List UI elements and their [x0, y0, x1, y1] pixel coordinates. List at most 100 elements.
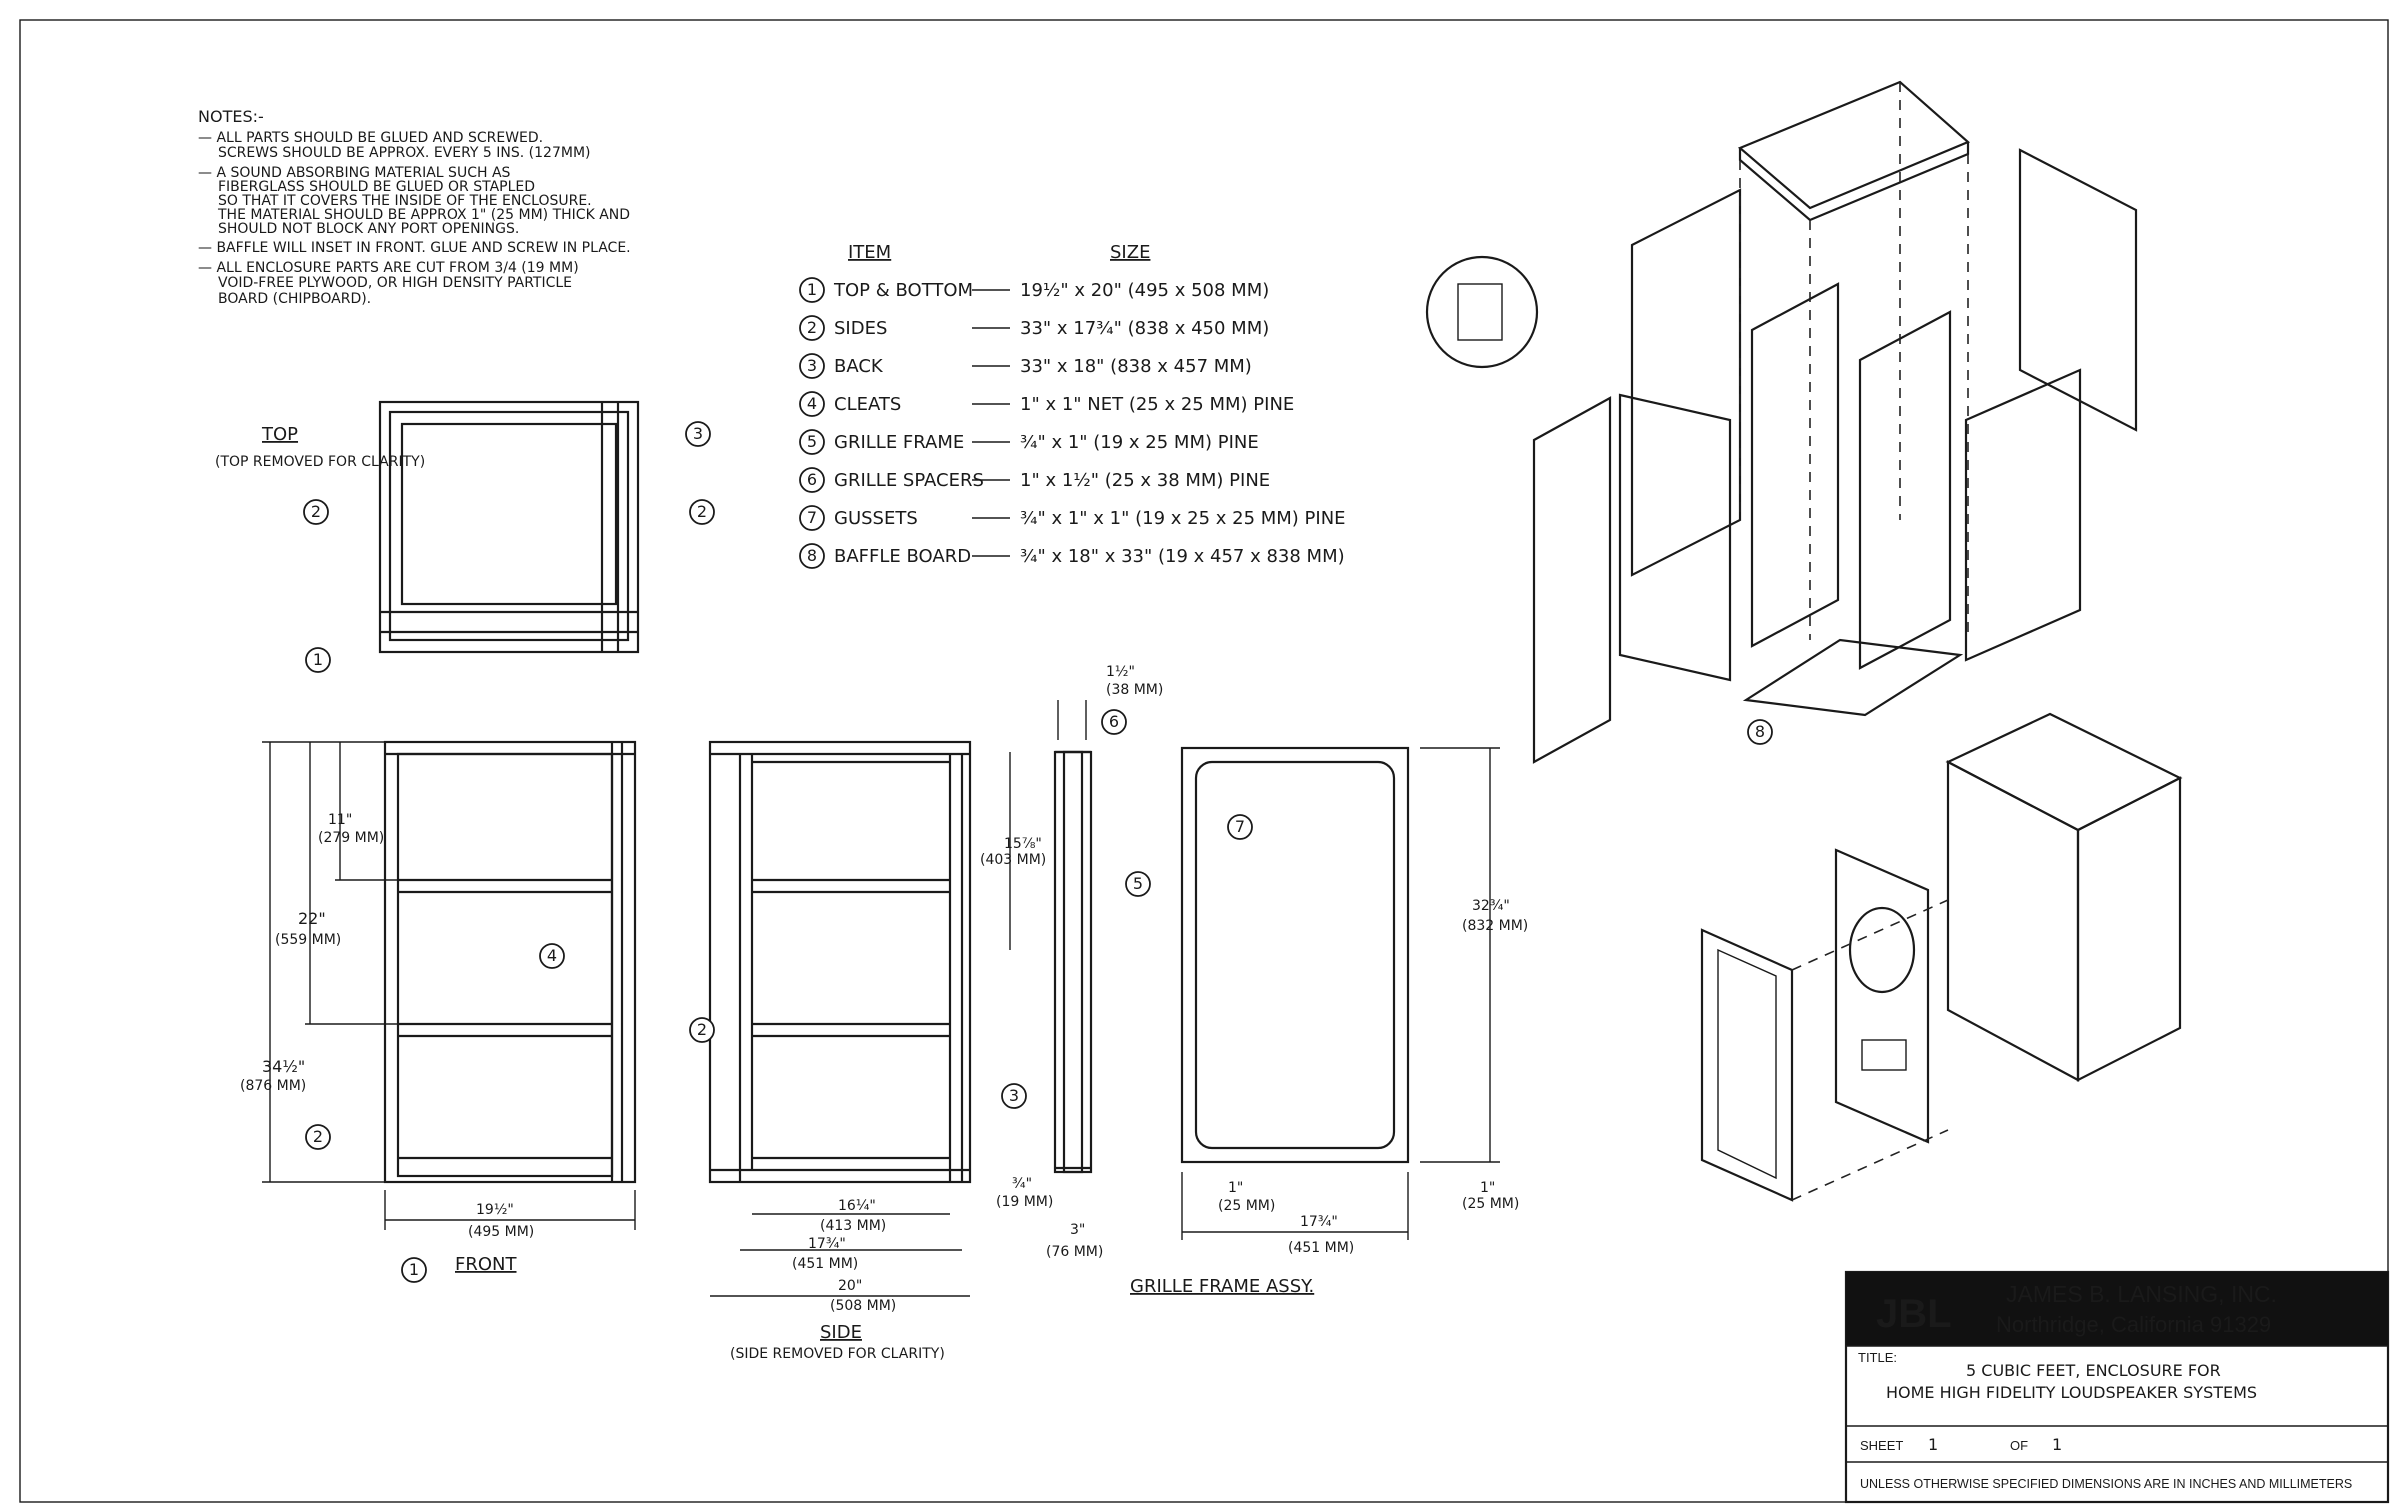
callout-number: 2	[697, 502, 707, 521]
side-view: 16¼" (413 MM) 17¾" (451 MM) 20" (508 MM)…	[708, 740, 972, 1362]
top-view-title: TOP	[261, 424, 298, 445]
callout-number: 3	[693, 424, 703, 443]
svg-text:1": 1"	[1480, 1180, 1495, 1196]
item-number: 6	[807, 470, 817, 489]
svg-text:(451 MM): (451 MM)	[792, 1256, 858, 1272]
grille-frame-title: GRILLE FRAME ASSY.	[1130, 1276, 1314, 1297]
note-line: FIBERGLASS SHOULD BE GLUED OR STAPLED	[218, 179, 535, 195]
item-size: 1" x 1" NET (25 x 25 MM) PINE	[1020, 394, 1294, 415]
item-name: BAFFLE BOARD	[834, 546, 971, 567]
callout-bubble	[689, 1017, 715, 1043]
item-name: BACK	[834, 356, 884, 377]
callout-bubble	[539, 943, 565, 969]
item-name: GRILLE FRAME	[834, 432, 964, 453]
dimension-footer: UNLESS OTHERWISE SPECIFIED DIMENSIONS AR…	[1860, 1477, 2352, 1491]
item-name: SIDES	[834, 318, 887, 339]
of-value: 1	[2052, 1435, 2062, 1454]
callout-bubble	[1125, 871, 1151, 897]
item-number-bubble	[799, 315, 825, 341]
svg-text:(38 MM): (38 MM)	[1106, 682, 1163, 698]
callout-bubble	[305, 1124, 331, 1150]
callout-number: 3	[1009, 1086, 1019, 1105]
callout-number: 1	[313, 650, 323, 669]
callout-number: 5	[1133, 874, 1143, 893]
item-number: 4	[807, 394, 817, 413]
svg-text:17¾": 17¾"	[808, 1236, 846, 1252]
item-size: ¾" x 18" x 33" (19 x 457 x 838 MM)	[1020, 546, 1345, 567]
item-number: 2	[807, 318, 817, 337]
svg-text:11": 11"	[328, 812, 352, 828]
item-number-bubble	[799, 429, 825, 455]
exploded-isometric-view	[1425, 80, 2138, 764]
svg-text:(559 MM): (559 MM)	[275, 932, 341, 948]
title-label: TITLE:	[1858, 1350, 1897, 1365]
item-number-bubble	[799, 277, 825, 303]
callout-bubble	[401, 1257, 427, 1283]
parts-row: 6 GRILLE SPACERS 1" x 1½" (25 x 38 MM) PIN…	[799, 467, 1270, 493]
svg-text:15⅞": 15⅞"	[1004, 836, 1042, 852]
svg-text:16¼": 16¼"	[838, 1198, 876, 1214]
item-size: 33" x 17¾" (838 x 450 MM)	[1020, 318, 1269, 339]
parts-row: 8 BAFFLE BOARD ¾" x 18" x 33" (19 x 457 x …	[799, 543, 1345, 569]
item-number-bubble	[799, 353, 825, 379]
jbl-logo: JBL	[1876, 1292, 1952, 1336]
of-label: OF	[2010, 1438, 2028, 1453]
item-size: ¾" x 1" (19 x 25 MM) PINE	[1020, 432, 1259, 453]
notes-block: NOTES:- — ALL PARTS SHOULD BE GLUED AND …	[198, 107, 631, 307]
item-number-bubble	[799, 505, 825, 531]
item-size: 19½" x 20" (495 x 508 MM)	[1020, 280, 1269, 301]
note-line: — BAFFLE WILL INSET IN FRONT. GLUE AND S…	[198, 240, 631, 256]
title-block: JBL JAMES B. LANSING, INC. Northridge, C…	[1844, 1270, 2390, 1504]
parts-row: 2 SIDES 33" x 17¾" (838 x 450 MM)	[799, 315, 1269, 341]
size-header: SIZE	[1110, 242, 1150, 263]
svg-text:32¾": 32¾"	[1472, 898, 1510, 914]
item-name: CLEATS	[834, 394, 901, 415]
company-address: Northridge, California 91329	[1996, 1312, 2271, 1337]
company-name: JAMES B. LANSING, INC.	[2006, 1281, 2277, 1307]
svg-text:(25 MM): (25 MM)	[1462, 1196, 1519, 1212]
side-view-title: SIDE	[820, 1322, 862, 1343]
parts-row: 1 TOP & BOTTOM 19½" x 20" (495 x 508 MM)	[799, 277, 1269, 303]
callout-number: 1	[409, 1260, 419, 1279]
callout-bubble	[1227, 814, 1253, 840]
item-number-bubble	[799, 543, 825, 569]
callout-bubble	[685, 421, 711, 447]
item-size: 1" x 1½" (25 x 38 MM) PINE	[1020, 470, 1270, 491]
item-number: 7	[807, 508, 817, 527]
svg-text:(413 MM): (413 MM)	[820, 1218, 886, 1234]
parts-row: 4 CLEATS 1" x 1" NET (25 x 25 MM) PINE	[799, 391, 1294, 417]
notes-heading: NOTES:-	[198, 107, 264, 126]
item-header: ITEM	[848, 242, 891, 263]
callout-number: 2	[697, 1020, 707, 1039]
grille-frame-view: 1½" (38 MM) 15⅞" (403 MM) ¾" (19 MM) 3" …	[980, 664, 1528, 1297]
svg-text:(25 MM): (25 MM)	[1218, 1198, 1275, 1214]
callout-number: 2	[311, 502, 321, 521]
svg-text:(876 MM): (876 MM)	[240, 1078, 306, 1094]
item-number: 5	[807, 432, 817, 451]
svg-text:3": 3"	[1070, 1222, 1085, 1238]
svg-text:1": 1"	[1228, 1180, 1243, 1196]
svg-text:17¾": 17¾"	[1300, 1214, 1338, 1230]
callout-bubble	[1001, 1083, 1027, 1109]
item-number: 1	[807, 280, 817, 299]
callout-bubble	[1747, 719, 1773, 745]
callout-number: 6	[1109, 712, 1119, 731]
svg-text:(19 MM): (19 MM)	[996, 1194, 1053, 1210]
assembled-isometric-view	[1700, 712, 2183, 1202]
callout-bubble	[305, 647, 331, 673]
parts-list: ITEM SIZE 1 TOP & BOTTOM 19½" x 20" (495 x…	[799, 242, 1346, 569]
item-number: 8	[807, 546, 817, 565]
sheet-value: 1	[1928, 1435, 1938, 1454]
svg-text:(508 MM): (508 MM)	[830, 1298, 896, 1314]
svg-text:20": 20"	[838, 1278, 862, 1294]
svg-text:(279 MM): (279 MM)	[318, 830, 384, 846]
top-view-subtitle: (TOP REMOVED FOR CLARITY)	[215, 454, 425, 470]
item-name: GUSSETS	[834, 508, 918, 529]
note-line: BOARD (CHIPBOARD).	[218, 291, 371, 307]
item-name: TOP & BOTTOM	[833, 280, 973, 301]
note-line: VOID-FREE PLYWOOD, OR HIGH DENSITY PARTI…	[218, 275, 572, 291]
item-name: GRILLE SPACERS	[834, 470, 984, 491]
